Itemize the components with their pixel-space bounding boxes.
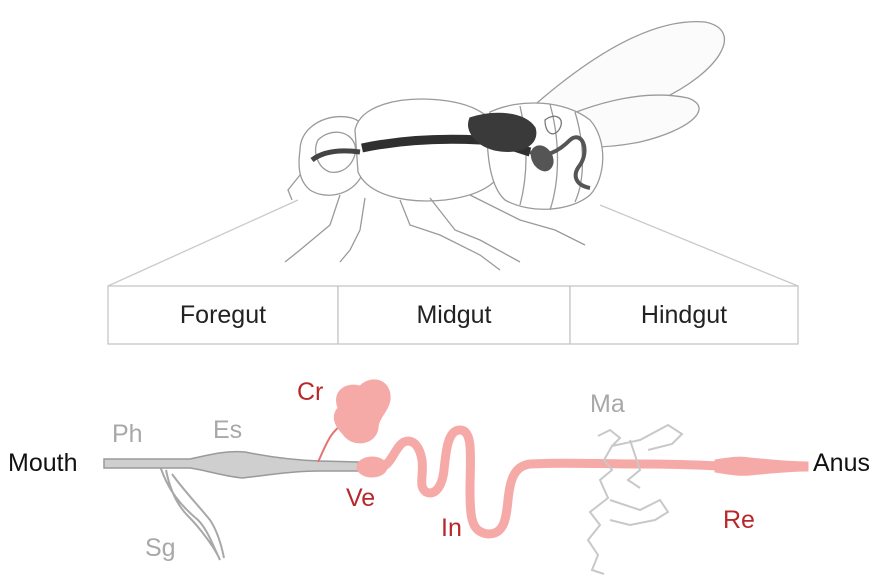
- region-foregut: Foregut: [108, 286, 338, 344]
- rectum: [715, 457, 808, 475]
- fly-illustration: [108, 22, 798, 286]
- label-rectum: Re: [723, 508, 755, 533]
- region-hindgut: Hindgut: [570, 286, 798, 344]
- label-esophagus: Es: [213, 418, 242, 443]
- region-midgut: Midgut: [338, 286, 570, 344]
- fly-leg-6: [288, 175, 300, 200]
- crop: [334, 380, 390, 443]
- label-crop: Cr: [297, 380, 323, 405]
- label-pharynx: Ph: [112, 422, 143, 447]
- label-mouth: Mouth: [8, 451, 77, 476]
- projection-line-left: [108, 200, 298, 286]
- projection-line-right: [600, 205, 798, 286]
- label-malpighian-tubules: Ma: [590, 392, 625, 417]
- label-ventriculus: Ve: [346, 486, 375, 511]
- fly-leg-2: [340, 198, 365, 262]
- label-anus: Anus: [813, 451, 870, 476]
- label-salivary-gland: Sg: [145, 536, 176, 561]
- fly-leg-3: [400, 200, 500, 270]
- malpighian-tubules: [588, 425, 682, 574]
- gut-schematic: [104, 380, 808, 574]
- fly-leg-1: [285, 195, 340, 262]
- label-intestine: In: [441, 516, 462, 541]
